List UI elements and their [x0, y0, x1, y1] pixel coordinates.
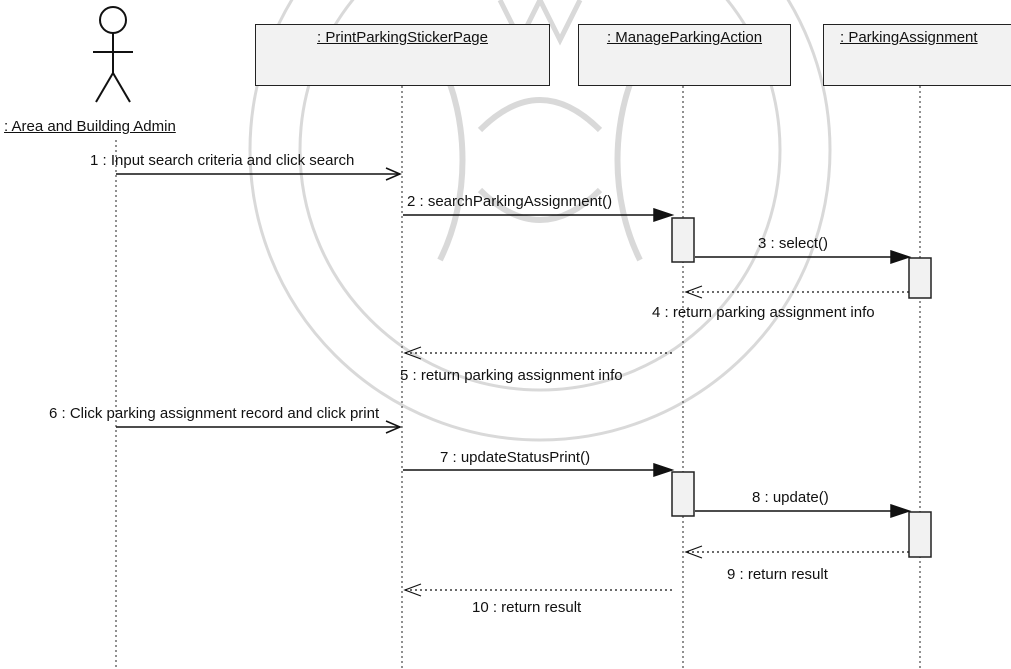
msg-6-arrowhead [385, 420, 402, 434]
message-label: 3 : select() [758, 235, 829, 252]
activation-bar-assignment-1 [908, 257, 932, 299]
msg-3-arrowhead [890, 249, 912, 265]
activation-bar-manage-2 [671, 471, 695, 517]
lifeline-title: : ParkingAssignment [840, 29, 978, 46]
msg-10-arrowhead [403, 583, 422, 597]
message-label: 6 : Click parking assignment record and … [49, 405, 380, 422]
msg-5-arrowhead [403, 346, 422, 360]
message-label: 9 : return result [727, 566, 828, 583]
message-label: 2 : searchParkingAssignment() [407, 193, 613, 210]
lifeline-box-printparkingstickerpage: : PrintParkingStickerPage [255, 24, 550, 86]
message-label: 8 : update() [752, 489, 829, 506]
msg-9-arrowhead [684, 545, 703, 559]
message-label: 7 : updateStatusPrint() [440, 449, 591, 466]
msg-2-arrowhead [653, 207, 675, 223]
activation-bar-assignment-2 [908, 511, 932, 558]
lifeline-title: : PrintParkingStickerPage [317, 29, 488, 46]
msg-8-arrowhead [890, 503, 912, 519]
actor-figure [93, 6, 133, 103]
message-label: 10 : return result [472, 599, 582, 616]
lifeline-box-parkingassignment: : ParkingAssignment [823, 24, 1011, 86]
msg-7-arrowhead [653, 462, 675, 478]
actor-label: : Area and Building Admin [4, 118, 176, 135]
message-label: 4 : return parking assignment info [652, 304, 875, 321]
lifeline-title: : ManageParkingAction [606, 29, 763, 46]
msg-1-arrowhead [385, 167, 402, 181]
msg-4-arrowhead [684, 285, 703, 299]
activation-bar-manage-1 [671, 217, 695, 263]
message-label: 5 : return parking assignment info [400, 367, 623, 384]
message-label: 1 : Input search criteria and click sear… [90, 152, 355, 169]
watermark-seal [248, 0, 832, 442]
lifeline-box-manageparkingaction: : ManageParkingAction [578, 24, 791, 86]
